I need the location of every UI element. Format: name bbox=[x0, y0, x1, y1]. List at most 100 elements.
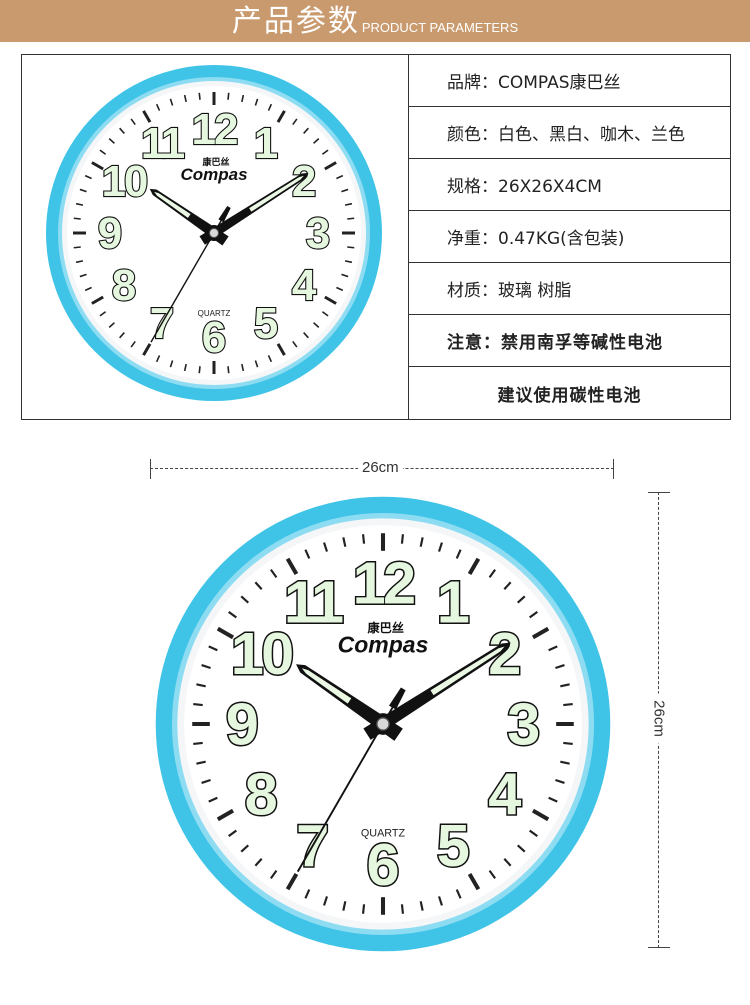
clock-tick bbox=[169, 360, 174, 368]
clock-tick bbox=[531, 626, 550, 640]
clock-tick bbox=[84, 286, 92, 292]
banner-subtitle: PRODUCT PARAMETERS bbox=[361, 20, 519, 35]
clock-tick bbox=[321, 149, 329, 155]
clock-tick bbox=[292, 118, 298, 126]
clock-numeral: 10 bbox=[231, 620, 292, 687]
spec-divider bbox=[408, 55, 409, 419]
width-dimension-tick-right bbox=[613, 459, 614, 479]
clock-numeral: 8 bbox=[112, 261, 136, 310]
clock-numeral: 9 bbox=[226, 690, 259, 757]
clock-tick bbox=[503, 858, 512, 867]
clock-numeral: 10 bbox=[101, 157, 146, 206]
clock-tick bbox=[198, 366, 201, 374]
clock-tick bbox=[201, 778, 211, 784]
clock-tick bbox=[313, 322, 320, 328]
clock-tick bbox=[169, 98, 174, 106]
clock-tick bbox=[531, 808, 550, 822]
clock-tick bbox=[455, 549, 462, 559]
brand-logo: Compas bbox=[180, 165, 247, 184]
clock-numeral: 11 bbox=[284, 568, 343, 635]
clock-tick bbox=[196, 760, 206, 765]
width-dimension-tick-left bbox=[150, 459, 151, 479]
clock-numeral: 2 bbox=[292, 157, 316, 206]
clock-tick bbox=[324, 161, 337, 171]
clock-tick bbox=[276, 343, 286, 356]
clock-tick bbox=[183, 363, 187, 372]
clock-tick bbox=[254, 858, 263, 867]
clock-tick bbox=[79, 273, 87, 278]
clock-tick bbox=[267, 355, 273, 363]
clock-tick bbox=[344, 202, 353, 206]
clock-tick bbox=[563, 741, 573, 746]
clock-tick bbox=[142, 110, 152, 123]
spec-row-recommendation: 建议使用碳性电池 bbox=[497, 385, 642, 406]
clock-tick bbox=[341, 273, 349, 278]
clock-tick bbox=[419, 901, 424, 911]
clock-tick bbox=[529, 610, 538, 619]
movement-label: QUARTZ bbox=[361, 827, 406, 839]
clock-tick bbox=[228, 610, 237, 619]
width-label: 26cm bbox=[358, 459, 403, 476]
clock-tick bbox=[216, 808, 235, 822]
height-dimension: 26cm bbox=[646, 492, 672, 948]
spec-row-warning: 注意：禁用南孚等碱性电池 bbox=[409, 315, 730, 367]
clock-tick bbox=[361, 904, 366, 914]
clock-tick bbox=[79, 188, 87, 193]
height-dimension-tick-top bbox=[648, 492, 670, 493]
clock-tick bbox=[227, 92, 230, 100]
clock-tick bbox=[341, 188, 349, 193]
clock-tick bbox=[467, 557, 481, 576]
clock-tick bbox=[342, 901, 347, 911]
clock-tick bbox=[254, 98, 259, 106]
clock-tick bbox=[342, 537, 347, 547]
clock-tick bbox=[548, 796, 558, 803]
clock-tick bbox=[455, 889, 462, 899]
clock-tick bbox=[285, 872, 299, 891]
movement-label: QUARTZ bbox=[198, 309, 231, 318]
clock-tick bbox=[183, 94, 187, 103]
clock-tick bbox=[400, 904, 405, 914]
clock-numeral: 5 bbox=[254, 299, 278, 348]
width-dimension: 26cm bbox=[150, 457, 614, 481]
clock-numeral: 1 bbox=[437, 568, 470, 635]
spec-table: 品牌：COMPAS康巴丝 颜色：白色、黑白、咖木、兰色 规格：26X26X4CM… bbox=[409, 55, 730, 419]
clock-tick bbox=[130, 118, 136, 126]
clock-numeral: 6 bbox=[366, 831, 399, 898]
clock-tick bbox=[336, 286, 344, 292]
clock-tick bbox=[555, 778, 565, 784]
spec-row-weight: 净重：0.47KG(含包装) bbox=[409, 211, 730, 263]
clock-numeral: 1 bbox=[254, 119, 278, 168]
spec-row-color: 颜色：白色、黑白、咖木、兰色 bbox=[409, 107, 730, 159]
clock-tick bbox=[91, 161, 104, 171]
clock-tick bbox=[503, 581, 512, 590]
clock-tick bbox=[517, 844, 526, 853]
clock-tick bbox=[99, 311, 107, 317]
clock-tick bbox=[193, 702, 203, 707]
clock-tick bbox=[304, 889, 311, 899]
clock-numeral: 11 bbox=[141, 119, 185, 168]
clock-tick bbox=[241, 94, 245, 103]
clock-tick bbox=[201, 664, 211, 670]
spec-row-brand: 品牌：COMPAS康巴丝 bbox=[409, 55, 730, 107]
clock-tick bbox=[437, 542, 443, 552]
clock-tick bbox=[292, 340, 298, 348]
product-clock-thumbnail: 121234567891011康巴丝CompasQUARTZ bbox=[46, 65, 382, 401]
clock-tick bbox=[269, 569, 278, 578]
height-dimension-tick-bottom bbox=[648, 947, 670, 948]
clock-tick bbox=[227, 366, 230, 374]
clock-tick bbox=[208, 645, 218, 652]
clock-tick bbox=[193, 741, 203, 746]
clock-tick bbox=[108, 138, 115, 144]
clock-tick bbox=[313, 138, 320, 144]
clock-tick bbox=[240, 844, 249, 853]
clock-tick bbox=[548, 645, 558, 652]
clock-tick bbox=[73, 246, 81, 249]
clock-tick bbox=[488, 870, 497, 879]
spec-row-material: 材质：玻璃 树脂 bbox=[409, 263, 730, 315]
clock-tick bbox=[303, 127, 309, 134]
clock-tick bbox=[467, 872, 481, 891]
clock-tick bbox=[216, 626, 235, 640]
clock-tick bbox=[75, 202, 84, 206]
clock-tick bbox=[560, 683, 570, 688]
clock-tick bbox=[347, 246, 355, 249]
